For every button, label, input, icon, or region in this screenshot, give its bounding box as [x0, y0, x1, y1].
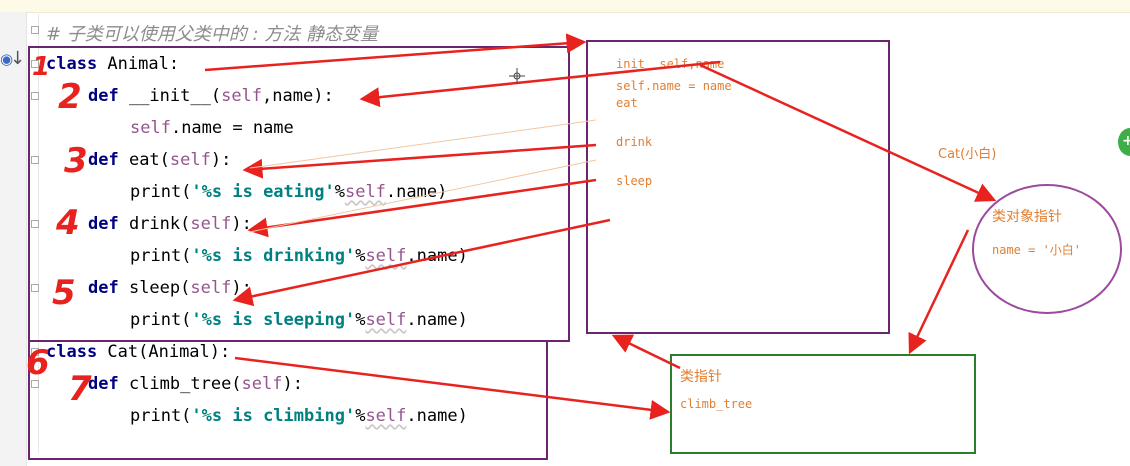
code-text: print( [130, 310, 192, 330]
arrow-animal-to-box [204, 33, 587, 72]
self-param: self [169, 150, 211, 170]
handwritten-number: 7 [68, 369, 92, 409]
self-ref: self [344, 182, 386, 202]
note-climb-tree: climb_tree [680, 397, 753, 411]
code-text: .name = name [170, 118, 294, 138]
fold-toggle-icon[interactable] [31, 380, 39, 388]
arrow-sleep [232, 218, 611, 307]
code-text: % [334, 182, 345, 202]
gutter-divider [38, 14, 39, 454]
code-line-print-eating[interactable]: print('%s is eating'%self.name) [130, 182, 447, 202]
note-cat-instance: Cat(小白) [938, 147, 997, 162]
fold-toggle-icon[interactable] [31, 220, 39, 228]
code-line-assign-name[interactable]: self.name = name [130, 118, 294, 138]
code-text: ,name): [262, 86, 334, 106]
code-text: ): [282, 374, 303, 394]
instance-ellipse [972, 184, 1122, 314]
self-ref: self [365, 406, 407, 426]
note-instance-title: 类对象指针 [992, 209, 1062, 225]
code-line-def-climb-tree[interactable]: def climb_tree(self): [88, 374, 303, 394]
code-text: % [355, 406, 366, 426]
cat-memory-box [670, 354, 976, 454]
note-self-name: self.name = name [616, 79, 732, 93]
arrow-instance-to-class [908, 229, 970, 355]
keyword: def [88, 86, 119, 106]
string-literal: '%s is sleeping' [191, 310, 356, 330]
code-text: % [355, 246, 366, 266]
handwritten-number: 2 [58, 77, 82, 117]
code-text: __init__( [118, 86, 222, 106]
self-param: self [190, 214, 232, 234]
fold-toggle-icon[interactable] [31, 60, 39, 68]
keyword: class [46, 342, 98, 362]
code-line-print-sleeping[interactable]: print('%s is sleeping'%self.name) [130, 310, 468, 330]
string-literal: '%s is eating' [191, 182, 335, 202]
code-text: ): [210, 150, 232, 170]
arrow-drink [247, 178, 597, 238]
code-line-class-animal[interactable]: class Animal: [46, 54, 179, 74]
keyword: def [88, 374, 119, 394]
arrow-eat [242, 143, 597, 179]
code-text: print( [130, 406, 192, 426]
breakpoint-arrow-icon[interactable]: ◉ [0, 50, 14, 68]
self-ref: self [365, 246, 407, 266]
keyword: def [88, 278, 119, 298]
note-eat: eat [616, 96, 638, 110]
self-param: self [221, 86, 263, 106]
code-text: climb_tree( [118, 374, 242, 394]
animal-memory-box [586, 40, 890, 334]
handwritten-number: 4 [56, 203, 80, 243]
code-text: Cat(Animal): [97, 342, 231, 362]
note-class-pointer: 类指针 [680, 369, 722, 385]
handwritten-number: 6 [26, 343, 50, 383]
code-text: ): [231, 214, 252, 234]
code-text: Animal: [97, 54, 180, 74]
note-drink: drink [616, 135, 653, 149]
fold-toggle-icon[interactable] [31, 92, 39, 100]
note-sleep: sleep [616, 174, 653, 188]
string-literal: '%s is drinking' [191, 246, 356, 266]
self-param: self [241, 374, 283, 394]
code-text: eat( [118, 150, 170, 170]
cat-class-box [28, 340, 548, 460]
code-line-def-drink[interactable]: def drink(self): [88, 214, 252, 234]
editor-gutter [0, 12, 27, 466]
code-text: .name) [406, 406, 468, 426]
code-text: print( [130, 182, 192, 202]
editor-top-bar [0, 0, 1130, 13]
handwritten-number: 1 [32, 52, 51, 82]
fold-toggle-icon[interactable] [31, 348, 39, 356]
fold-toggle-icon[interactable] [31, 284, 39, 292]
arrow-cat-instance [699, 63, 997, 202]
step-arrow-icon: ↓ [10, 48, 26, 69]
code-text: print( [130, 246, 192, 266]
code-line-def-eat[interactable]: def eat(self): [88, 150, 231, 170]
self-ref: self [130, 118, 171, 138]
code-line-class-cat[interactable]: class Cat(Animal): [46, 342, 230, 362]
code-text: sleep( [118, 278, 191, 298]
code-line-def-init[interactable]: def __init__(self,name): [88, 86, 334, 106]
code-text: drink( [118, 214, 191, 234]
code-text: .name) [406, 310, 468, 330]
arrow-cat-to-box [234, 356, 671, 420]
arrow-init [359, 60, 721, 108]
handwritten-number: 5 [52, 273, 76, 313]
note-instance-name: name = '小白' [992, 243, 1082, 257]
self-param: self [190, 278, 232, 298]
keyword: def [88, 214, 119, 234]
fold-toggle-icon[interactable] [31, 156, 39, 164]
keyword: def [88, 150, 119, 170]
code-text: % [355, 310, 366, 330]
string-literal: '%s is climbing' [191, 406, 356, 426]
fold-toggle-icon[interactable] [31, 26, 39, 34]
self-ref: self [365, 310, 407, 330]
code-line-print-climbing[interactable]: print('%s is climbing'%self.name) [130, 406, 468, 426]
plus-circle-icon[interactable]: + [1118, 128, 1130, 156]
keyword: class [46, 54, 98, 74]
code-comment: # 子类可以使用父类中的 : 方法 静态变量 [46, 24, 379, 45]
arrow-class-parent [611, 334, 681, 370]
handwritten-number: 3 [64, 141, 88, 181]
code-text: .name) [385, 182, 448, 202]
